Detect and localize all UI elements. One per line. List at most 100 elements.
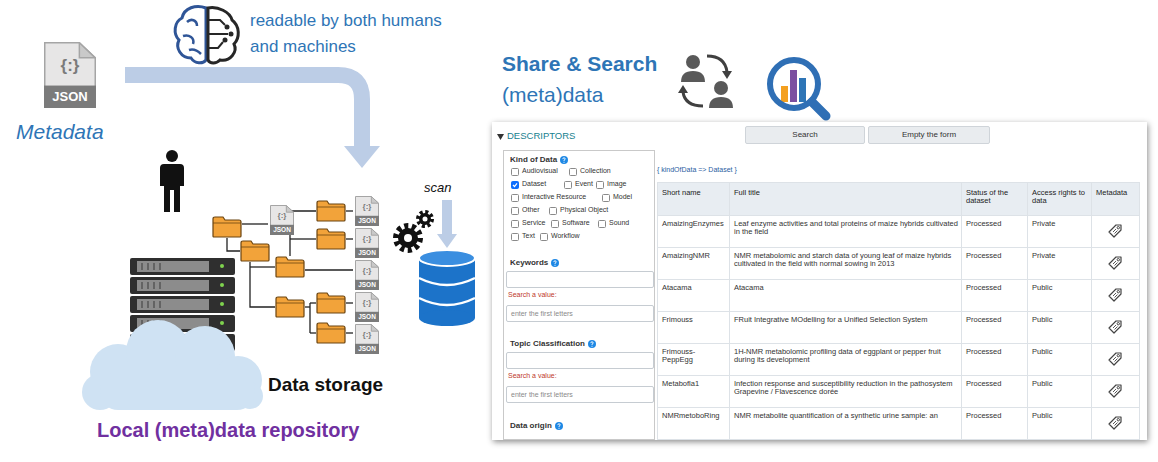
json-label: JSON: [355, 280, 379, 290]
checkbox: [551, 220, 559, 228]
storage-label: Data storage: [268, 374, 383, 396]
json-label: JSON: [355, 248, 379, 258]
file-page: [45, 43, 96, 108]
checkbox-label: Other: [522, 206, 540, 214]
json-symbol: {:}: [355, 232, 379, 246]
table-cell: AmaizingEnzymes: [657, 216, 730, 248]
json-file-icon: {:}JSON: [355, 260, 379, 290]
triangle-shape: [497, 134, 504, 140]
tag-hole: [1117, 291, 1119, 293]
help-dot: [564, 162, 565, 163]
checkbox: [511, 207, 519, 215]
tag-lines: [1113, 261, 1118, 266]
table-cell: Processed: [962, 408, 1028, 440]
table-cell: 1H-NMR metabolomic profiling data of egg…: [730, 344, 962, 376]
json-symbol: {:}: [355, 296, 379, 310]
form-button: Search: [745, 126, 865, 144]
tag-icon: [1107, 383, 1123, 399]
tag-icon: [1107, 415, 1123, 431]
file-band: [355, 312, 379, 322]
file-band: [355, 280, 379, 290]
file-band: [355, 248, 379, 258]
table-cell: Infection response and susceptibility re…: [730, 376, 962, 408]
table-cell: [1092, 280, 1140, 312]
table-cell: Public: [1028, 376, 1092, 408]
checkbox-label: Image: [607, 180, 626, 188]
help-icon: [588, 340, 596, 348]
help-circle: [560, 156, 568, 164]
table-cell: Processed: [962, 248, 1028, 280]
table-cell: Atacama: [730, 280, 962, 312]
table-cell: Processed: [962, 344, 1028, 376]
gears-icon: [396, 212, 432, 250]
table-cell: Processed: [962, 280, 1028, 312]
json-label: JSON: [270, 225, 294, 235]
help-mark: [554, 261, 556, 264]
field-heading: Data origin: [510, 421, 552, 430]
tag-outline: [1109, 353, 1121, 365]
help-dot: [555, 265, 556, 266]
table-header-cell: Metadata: [1092, 182, 1140, 216]
table-cell: Metabofla1: [657, 376, 730, 408]
checkbox: [596, 181, 604, 189]
table-header-cell: Status of the dataset: [962, 182, 1028, 216]
checkbox-label: Dataset: [522, 180, 546, 188]
checkbox-label: Sound: [609, 219, 629, 227]
checkbox: [540, 233, 548, 241]
tag-lines: [1113, 325, 1118, 330]
folder-icon: [317, 229, 345, 249]
filter-summary: { kindOfData => Dataset }: [657, 166, 737, 174]
json-label: JSON: [355, 312, 379, 322]
search-screenshot: DESCRIPTORSSearchEmpty the formKind of D…: [492, 122, 1147, 440]
table-cell: Private: [1028, 248, 1092, 280]
help-mark: [591, 342, 593, 345]
table-cell: Processed: [962, 312, 1028, 344]
field-heading: Kind of Data: [510, 155, 557, 164]
tag-icon: [1107, 223, 1123, 239]
text-input: enter the first letters: [506, 386, 654, 403]
tag-outline: [1109, 321, 1121, 333]
table-cell: Frimouss-PeppEgg: [657, 344, 730, 376]
table-cell: Private: [1028, 216, 1092, 248]
table-header-cell: Access rights to data: [1028, 182, 1092, 216]
table-cell: FRuit Integrative MOdelling for a Unifie…: [730, 312, 962, 344]
file-page: [271, 206, 294, 235]
table-cell: [1092, 376, 1140, 408]
tag-lines: [1113, 229, 1118, 234]
file-page: [356, 293, 379, 322]
table-cell: Public: [1028, 344, 1092, 376]
help-mark: [558, 424, 560, 427]
brain-icon: [175, 6, 238, 63]
help-mark: [563, 158, 565, 161]
form-button: Empty the form: [868, 126, 990, 144]
scan-arrow: [437, 200, 457, 248]
table-cell: AmaizingNMR: [657, 248, 730, 280]
cloud: [82, 320, 263, 410]
table-cell: [1092, 216, 1140, 248]
checkbox-label: Service: [522, 219, 545, 227]
file-fold: [286, 206, 293, 213]
file-fold: [371, 229, 378, 236]
folder-icon: [276, 257, 304, 277]
tag-icon: [1107, 255, 1123, 271]
json-file-icon: {:}JSON: [355, 324, 379, 354]
placeholder-text: enter the first letters: [511, 306, 573, 321]
file-page: [356, 325, 379, 354]
file-page: [356, 229, 379, 258]
json-symbol: {:}: [44, 51, 96, 81]
share-icon: [678, 55, 733, 108]
table-cell: [1092, 248, 1140, 280]
database-icon: [419, 250, 475, 326]
tag-outline: [1109, 417, 1121, 429]
checkbox-label: Audiovisual: [522, 167, 558, 175]
json-symbol: {:}: [270, 209, 294, 223]
file-page: [356, 261, 379, 290]
field-heading: Keywords: [510, 258, 548, 267]
tag-hole: [1117, 355, 1119, 357]
checkbox: [511, 220, 519, 228]
help-circle: [551, 259, 559, 267]
checkbox: [598, 220, 606, 228]
tag-outline: [1109, 385, 1121, 397]
checkbox: [564, 181, 572, 189]
